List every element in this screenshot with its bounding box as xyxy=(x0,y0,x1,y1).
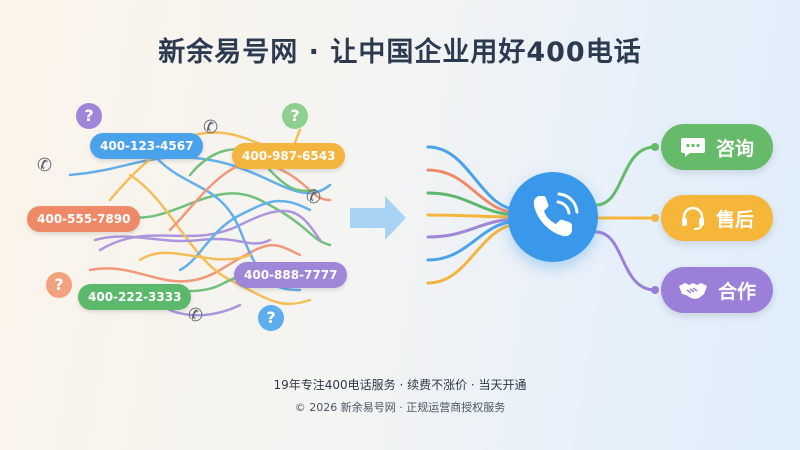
page-title: 新余易号网 · 让中国企业用好400电话 xyxy=(158,37,642,68)
question-icon: ? xyxy=(46,272,72,298)
footer-tagline: 19年专注400电话服务 · 续费不涨价 · 当天开通 xyxy=(273,378,527,392)
outcome-after-sales: 售后 xyxy=(661,195,773,241)
phone-icon: ✆ xyxy=(306,187,322,208)
pill-text: 400-888-7777 xyxy=(244,268,338,282)
question-icon: ? xyxy=(76,103,102,129)
outcome-label: 合作 xyxy=(717,280,756,303)
pill-text: 400-222-3333 xyxy=(88,290,182,304)
chat-icon xyxy=(680,138,705,157)
phone-call-icon xyxy=(533,192,579,237)
outgoing-lines xyxy=(594,145,657,292)
handshake-icon xyxy=(678,283,707,299)
footer-copyright: © 2026 新余易号网 · 正规运营商授权服务 xyxy=(294,401,506,414)
pill-text: 400-555-7890 xyxy=(37,212,131,226)
phone-number-pill: 400-987-6543 xyxy=(232,143,346,169)
headset-icon xyxy=(681,206,704,230)
arrow-right-icon xyxy=(350,196,406,240)
phone-icon: ✆ xyxy=(188,305,204,326)
phone-number-pill: 400-222-3333 xyxy=(78,284,192,310)
outcome-label: 售后 xyxy=(715,208,754,231)
question-icon: ? xyxy=(282,103,308,129)
phone-number-pill: 400-123-4567 xyxy=(90,133,204,159)
pill-text: 400-123-4567 xyxy=(100,139,194,153)
pill-text: 400-987-6543 xyxy=(242,149,336,163)
central-phone-hub xyxy=(508,172,598,262)
question-icon: ? xyxy=(258,305,284,331)
phone-number-pill: 400-888-7777 xyxy=(234,262,348,288)
outcome-label: 咨询 xyxy=(715,137,754,160)
incoming-lines xyxy=(426,145,522,285)
phone-icon: ✆ xyxy=(203,117,219,138)
phone-icon: ✆ xyxy=(37,155,53,176)
outcome-consult: 咨询 xyxy=(661,124,773,170)
phone-number-pill: 400-555-7890 xyxy=(27,206,141,232)
outcome-cooperation: 合作 xyxy=(661,267,773,313)
